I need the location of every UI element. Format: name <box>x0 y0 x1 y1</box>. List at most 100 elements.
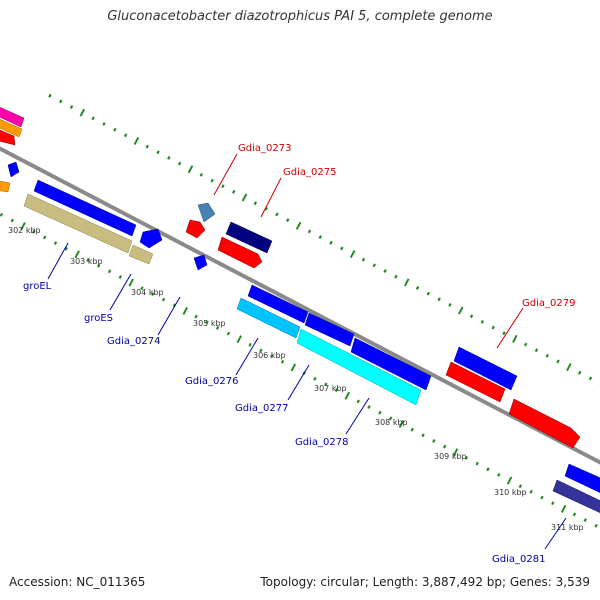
tick-mark <box>334 388 339 393</box>
tick-mark <box>404 278 410 287</box>
gene-groEL-shade[interactable] <box>23 193 133 254</box>
tick-mark <box>215 325 220 330</box>
tick-mark <box>280 359 285 364</box>
tick-mark <box>226 331 231 336</box>
tick-mark <box>248 342 252 347</box>
upper-strand-genes <box>0 105 581 449</box>
gene-Gdia_0273[interactable] <box>197 202 216 223</box>
tick-mark <box>464 455 469 460</box>
tick-mark <box>182 306 188 315</box>
tick-mark <box>432 438 436 443</box>
tick-mark <box>448 302 452 307</box>
gene-small-blue-2[interactable] <box>193 254 208 271</box>
kbp-label: 305 kbp <box>193 319 226 328</box>
gene-Gdia_0279[interactable] <box>453 346 518 391</box>
gene-groES-shade[interactable] <box>128 244 154 265</box>
tick-mark <box>48 93 52 98</box>
gene-orange-left[interactable] <box>0 180 11 193</box>
tick-mark <box>59 99 63 104</box>
kbp-labels: 302 kbp 303 kbp 304 kbp 305 kbp 306 kbp … <box>8 226 584 532</box>
tick-mark <box>113 127 117 132</box>
tick-mark <box>560 504 567 513</box>
tick-mark <box>123 133 128 138</box>
gene-groEL[interactable] <box>33 179 137 237</box>
tick-mark <box>253 201 258 206</box>
tick-mark <box>295 221 302 230</box>
gene-Gdia_0279-red[interactable] <box>445 361 506 403</box>
gene-groES[interactable] <box>139 228 163 249</box>
tick-mark <box>329 240 333 245</box>
gene-red-left-upper[interactable] <box>0 128 16 146</box>
tick-mark <box>20 222 26 231</box>
gene-Gdia_0281-shade[interactable] <box>552 479 600 515</box>
tick-mark <box>145 144 149 149</box>
tick-mark <box>361 257 366 262</box>
tick-mark <box>259 348 263 353</box>
tick-mark <box>318 235 322 240</box>
tick-mark <box>286 218 290 223</box>
gene-label-Gdia_0274[interactable]: Gdia_0274 <box>107 336 160 347</box>
gene-Gdia_0281[interactable] <box>564 463 600 495</box>
tick-mark <box>64 246 68 251</box>
tick-mark <box>324 382 328 387</box>
gene-label-groES[interactable]: groES <box>84 313 113 324</box>
gene-small-blue-1[interactable] <box>7 161 20 178</box>
tick-mark <box>394 274 398 279</box>
tick-mark <box>452 448 459 457</box>
tick-mark <box>583 518 587 523</box>
tick-mark <box>241 193 248 202</box>
tick-mark <box>236 335 242 344</box>
tick-mark <box>86 258 90 263</box>
tick-mark <box>264 206 268 211</box>
gene-Gdia_0280-red[interactable] <box>508 398 581 449</box>
gene-Gdia_0277-shade[interactable] <box>236 297 301 339</box>
tick-mark <box>232 189 236 194</box>
gene-label-groEL[interactable]: groEL <box>23 281 52 292</box>
tick-mark <box>415 285 420 290</box>
gene-Gdia_0275-red[interactable] <box>217 236 263 269</box>
gene-Gdia_0277[interactable] <box>304 312 355 347</box>
tick-mark <box>205 320 209 325</box>
tick-mark <box>480 319 485 324</box>
tick-mark <box>410 427 414 432</box>
tick-mark <box>172 303 177 308</box>
tick-mark <box>594 523 598 528</box>
tick-mark <box>512 334 518 343</box>
gene-label-Gdia_0276[interactable]: Gdia_0276 <box>185 376 238 387</box>
gene-label-Gdia_0281[interactable]: Gdia_0281 <box>492 554 545 565</box>
tick-mark <box>437 297 441 302</box>
gene-label-Gdia_0275[interactable]: Gdia_0275 <box>283 167 336 178</box>
tick-mark <box>10 218 14 223</box>
tick-mark <box>194 314 198 319</box>
tick-mark <box>372 263 376 268</box>
gene-Gdia_0278[interactable] <box>350 337 432 391</box>
genome-backbone <box>0 146 600 465</box>
kbp-label: 308 kbp <box>375 418 408 427</box>
tick-mark <box>442 444 447 449</box>
gene-magenta-left[interactable] <box>0 105 25 128</box>
tick-marks <box>0 93 600 528</box>
gene-label-Gdia_0278[interactable]: Gdia_0278 <box>295 437 348 448</box>
gene-Gdia_0275[interactable] <box>225 221 273 254</box>
gene-orange-left-upper[interactable] <box>0 117 23 138</box>
tick-mark <box>506 476 513 485</box>
tick-mark <box>469 314 474 319</box>
tick-mark <box>275 212 279 217</box>
gene-label-Gdia_0279[interactable]: Gdia_0279 <box>522 298 575 309</box>
tick-mark <box>290 363 297 372</box>
tick-mark <box>199 173 203 177</box>
gene-Gdia_0273-red[interactable] <box>185 219 206 239</box>
tick-mark <box>0 212 4 217</box>
tick-mark <box>398 420 405 428</box>
gene-label-Gdia_0277[interactable]: Gdia_0277 <box>235 403 288 414</box>
gene-Gdia_0276[interactable] <box>247 284 309 324</box>
gene-Gdia_0278-shade[interactable] <box>296 328 422 406</box>
tick-mark <box>344 391 351 400</box>
tick-mark <box>545 353 549 358</box>
gene-label-Gdia_0273[interactable]: Gdia_0273 <box>238 143 291 154</box>
tick-mark <box>156 150 160 155</box>
kbp-label: 310 kbp <box>494 488 527 497</box>
tick-mark <box>133 136 140 145</box>
tick-mark <box>151 292 155 296</box>
tick-mark <box>102 122 106 126</box>
